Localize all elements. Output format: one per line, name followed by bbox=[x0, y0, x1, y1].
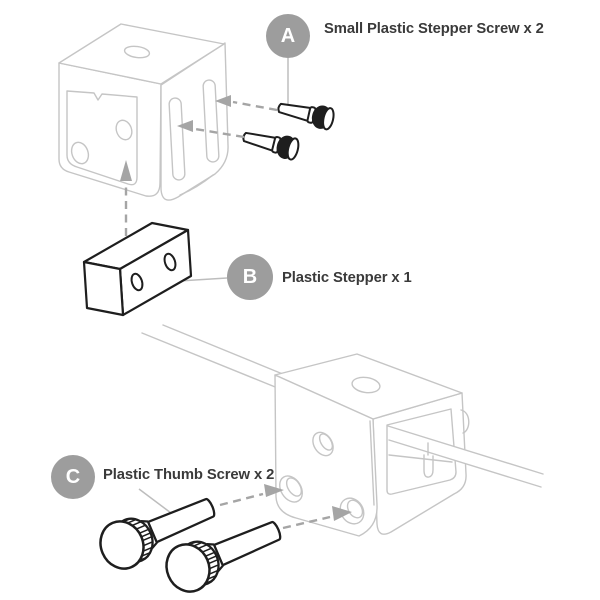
callout-leader-lines bbox=[138, 58, 289, 514]
callout-c: C bbox=[51, 455, 95, 499]
top-hole bbox=[351, 376, 381, 394]
block-hole-right bbox=[163, 252, 177, 272]
block-hole-left bbox=[130, 272, 144, 292]
plastic-thumb-screws bbox=[92, 483, 290, 600]
plastic-stepper-block bbox=[82, 221, 193, 317]
side-slot-left bbox=[168, 97, 186, 181]
small-stepper-screws bbox=[239, 96, 337, 162]
part-label-b: Plastic Stepper x 1 bbox=[282, 270, 412, 286]
part-label-c: Plastic Thumb Screw x 2 bbox=[103, 467, 275, 483]
front-hole-lower bbox=[70, 141, 90, 165]
callout-c-letter: C bbox=[65, 465, 81, 488]
support-rod bbox=[141, 324, 291, 394]
bracket-opening bbox=[386, 408, 457, 495]
callout-b: B bbox=[227, 254, 273, 300]
top-hole bbox=[123, 45, 151, 59]
callout-a: A bbox=[266, 14, 310, 58]
callout-a-letter: A bbox=[280, 24, 296, 47]
top-clamp-bracket bbox=[58, 23, 229, 201]
arrow-icon bbox=[177, 120, 193, 132]
arrow-icon bbox=[215, 95, 231, 107]
inner-tab bbox=[423, 442, 434, 478]
callout-b-letter: B bbox=[242, 265, 258, 288]
front-hole-right bbox=[339, 497, 365, 525]
bottom-clamp-bracket bbox=[274, 353, 470, 537]
rod-boss bbox=[460, 409, 470, 434]
part-label-a: Small Plastic Stepper Screw x 2 bbox=[324, 21, 544, 37]
inner-panel-outline bbox=[66, 90, 138, 186]
arrow-icon bbox=[264, 484, 284, 497]
assembly-arrows bbox=[120, 95, 352, 530]
front-hole-upper bbox=[115, 119, 133, 141]
arrow-icon bbox=[332, 506, 352, 521]
arrow-icon bbox=[120, 160, 132, 181]
side-slot-right bbox=[202, 79, 220, 163]
support-rod-right bbox=[387, 425, 544, 488]
